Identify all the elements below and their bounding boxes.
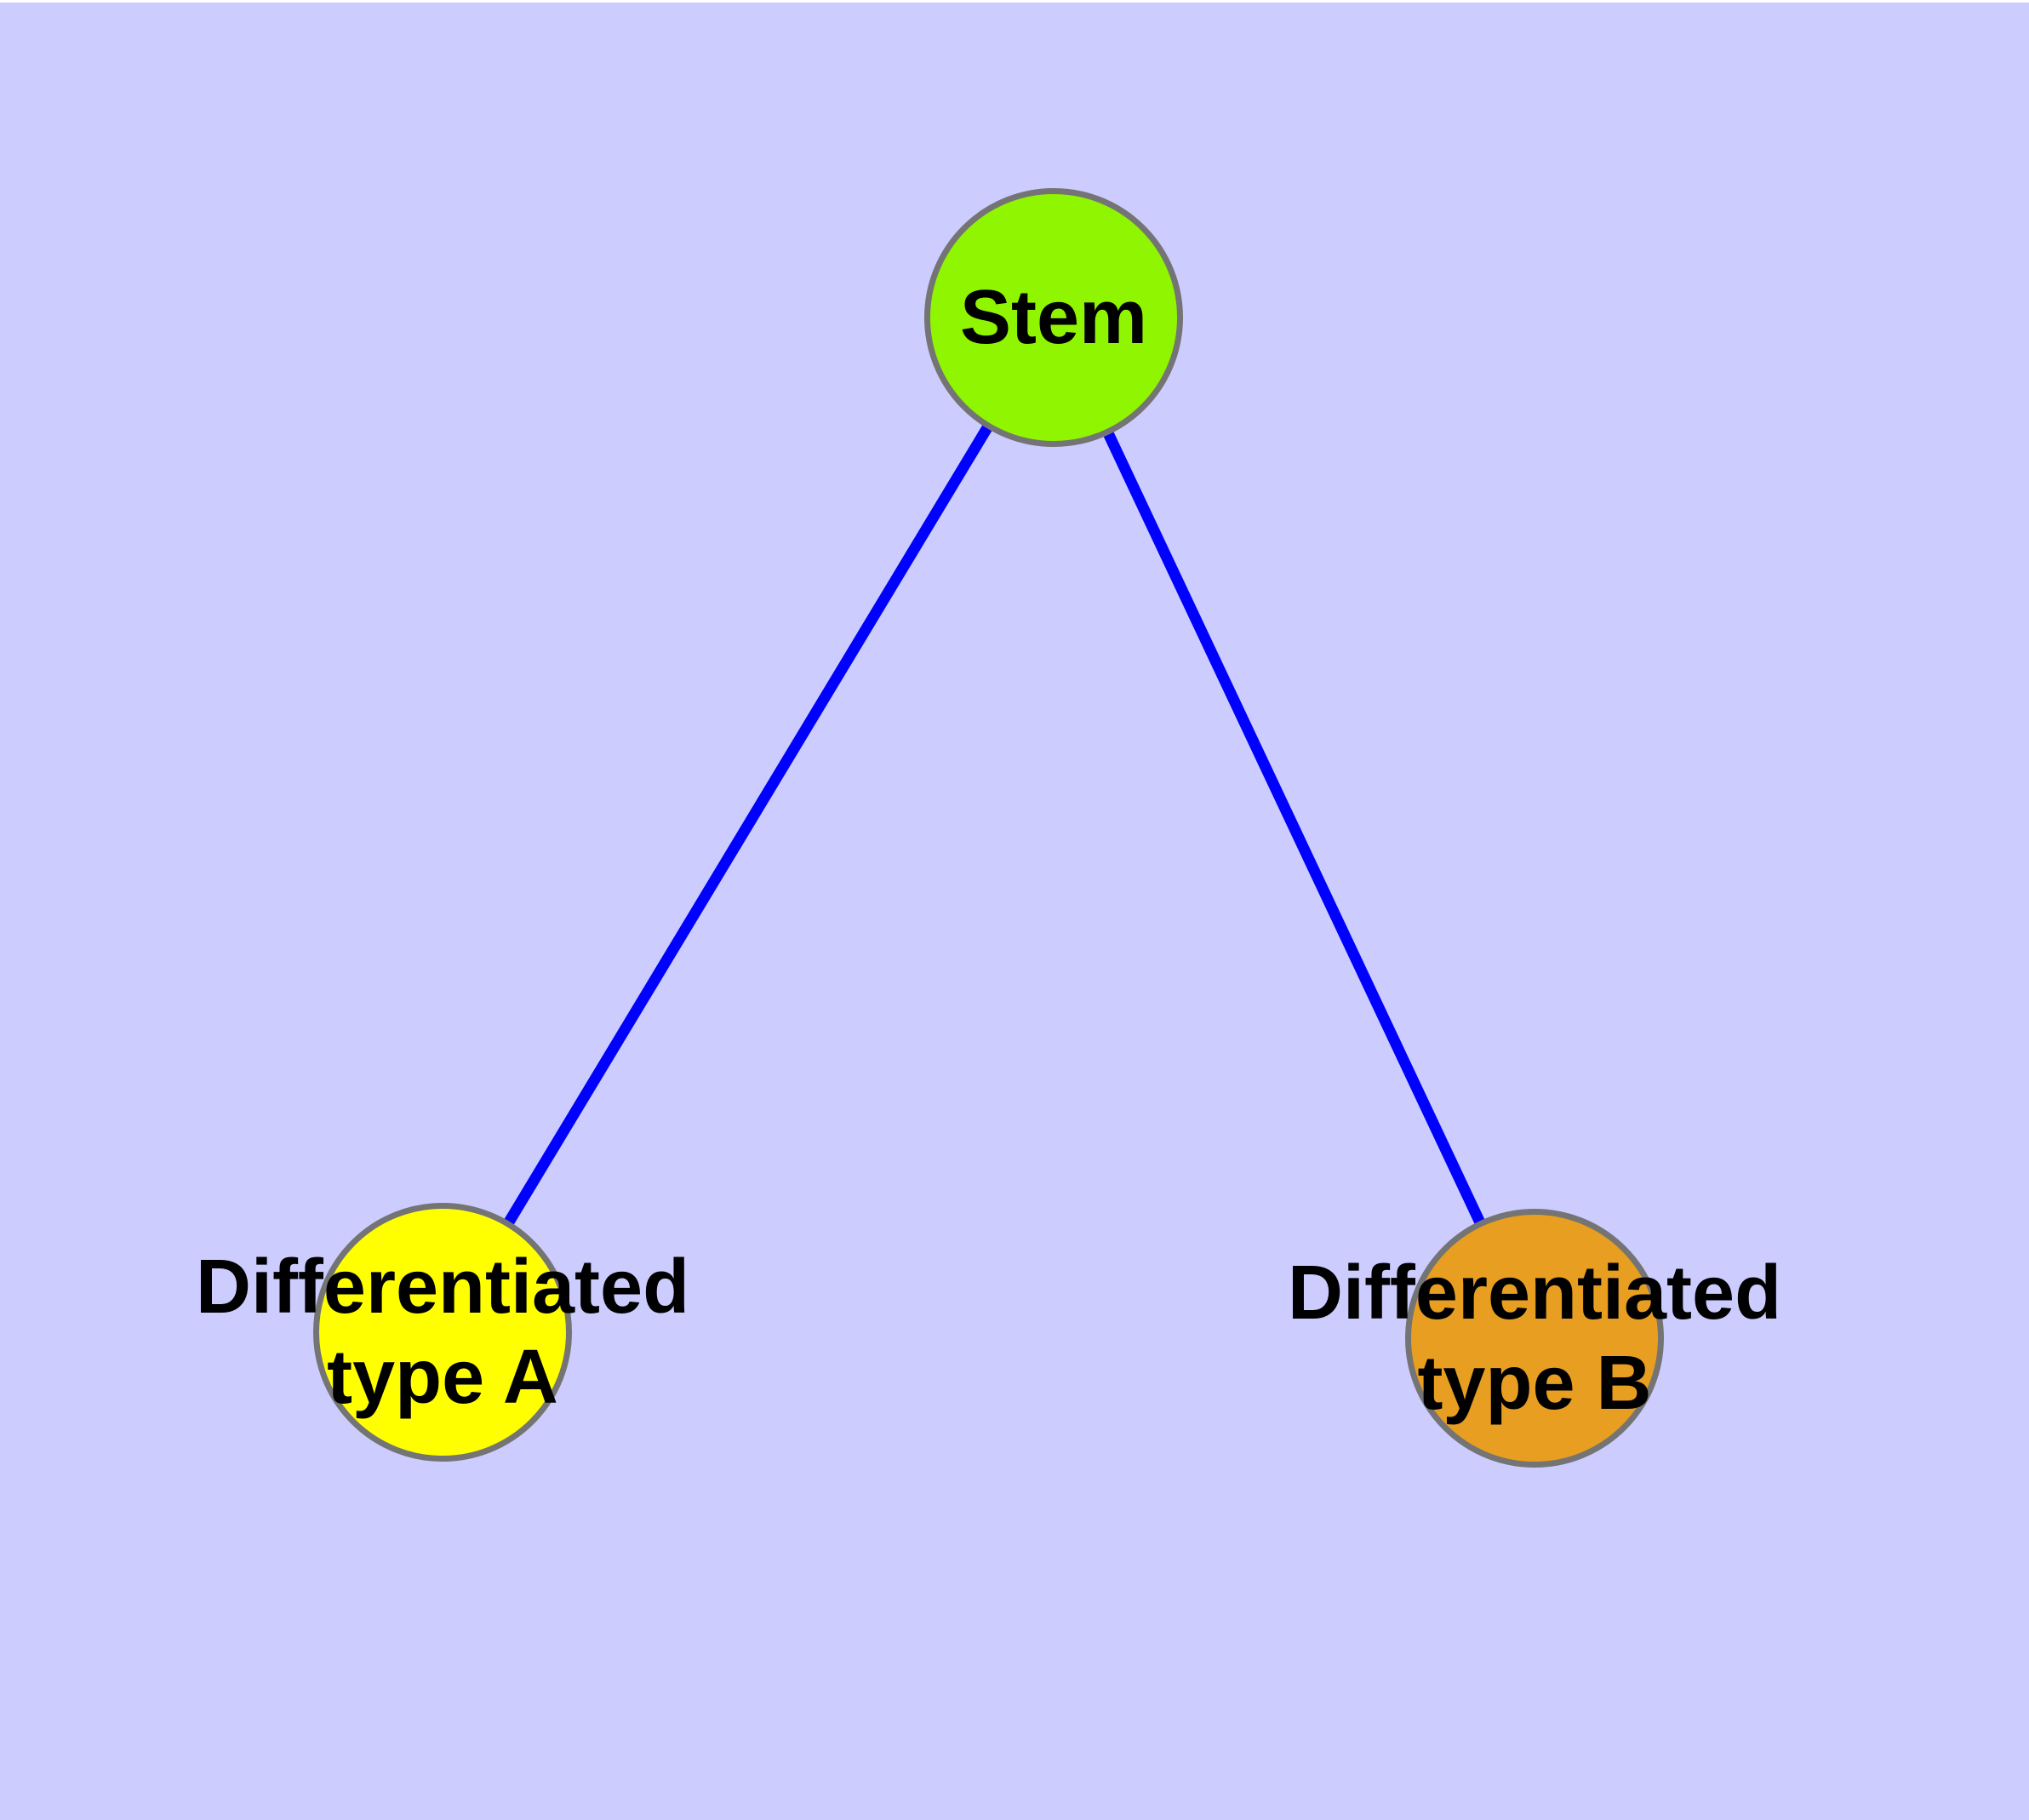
node-label-line: Differentiated	[195, 1245, 690, 1330]
node-diff-a	[313, 1203, 572, 1462]
node-label-line: Differentiated	[1287, 1251, 1782, 1336]
edge-stem-diff-a	[437, 314, 1059, 1336]
node-stem	[924, 188, 1183, 447]
node-label-line: type A	[327, 1335, 558, 1420]
node-label-stem: Stem	[960, 272, 1147, 363]
node-label-line: Stem	[959, 275, 1148, 360]
node-diff-b	[1405, 1209, 1664, 1468]
top-margin-strip	[0, 0, 2029, 3]
node-label-line: type B	[1417, 1341, 1652, 1426]
edge-stem-diff-b	[1049, 315, 1540, 1341]
